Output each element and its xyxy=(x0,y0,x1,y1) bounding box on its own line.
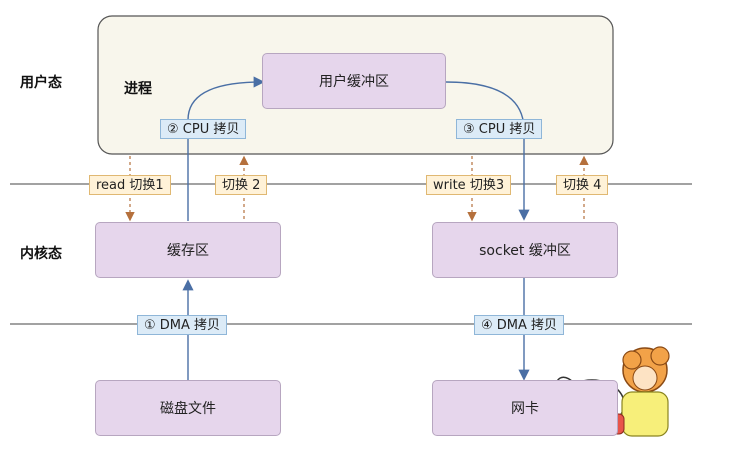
dma-copy-4-tag: ④ DMA 拷贝 xyxy=(474,315,565,335)
user-buffer-box: 用户缓冲区 xyxy=(262,53,446,109)
disk-file-box: 磁盘文件 xyxy=(95,380,281,436)
process-label: 进程 xyxy=(124,81,152,97)
switch-2-tag: 切换 2 xyxy=(215,175,268,195)
cpu-copy-3-tag: ③ CPU 拷贝 xyxy=(456,119,543,139)
socket-buffer-box: socket 缓冲区 xyxy=(432,222,618,278)
user-mode-label: 用户态 xyxy=(20,75,62,91)
nic-box: 网卡 xyxy=(432,380,618,436)
cpu-copy-2-arrow xyxy=(187,76,265,221)
cpu-copy-2-tag: ② CPU 拷贝 xyxy=(160,119,247,139)
switch-4-tag: 切换 4 xyxy=(556,175,609,195)
kernel-mode-label: 内核态 xyxy=(20,246,62,262)
write-switch-3-tag: write 切换3 xyxy=(426,175,512,195)
cache-box: 缓存区 xyxy=(95,222,281,278)
dma-copy-1-tag: ① DMA 拷贝 xyxy=(137,315,228,335)
read-switch-1-tag: read 切换1 xyxy=(89,175,171,195)
